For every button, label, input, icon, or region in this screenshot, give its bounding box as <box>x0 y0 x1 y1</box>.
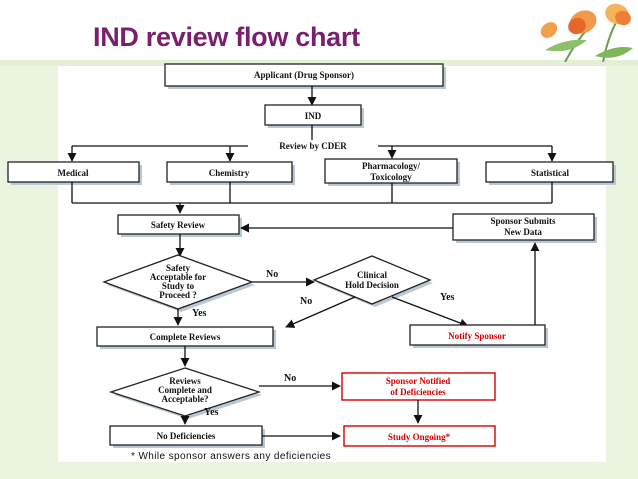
no-deficiencies-label: No Deficiencies <box>157 431 216 441</box>
pharmtox-label-line2: Toxicology <box>370 172 412 182</box>
reviews-decision-node: Reviews Complete and Acceptable? <box>108 367 262 419</box>
medical-node: Medical <box>7 161 142 185</box>
arrow-hold-yes <box>391 296 469 328</box>
sponsor-submits-line2: New Data <box>504 227 542 237</box>
pharmtox-node: Pharmacology/ Toxicology <box>324 158 460 186</box>
complete-reviews-node: Complete Reviews <box>96 326 276 349</box>
complete-reviews-label: Complete Reviews <box>150 332 221 342</box>
hold-yes-label: Yes <box>440 292 455 303</box>
safety-yes-label: Yes <box>192 308 207 319</box>
statistical-node: Statistical <box>485 161 616 185</box>
no-deficiencies-node: No Deficiencies <box>109 425 265 448</box>
safety-decision-node: Safety Acceptable for Study to Proceed ? <box>102 254 255 312</box>
footnote: * While sponsor answers any deficiencies <box>131 451 331 462</box>
safety-q-line2: Acceptable for <box>150 272 206 282</box>
reviews-q-line2: Complete and <box>158 385 212 395</box>
ind-label: IND <box>305 111 322 121</box>
study-ongoing-node: Study Ongoing* <box>343 425 496 447</box>
sponsor-submits-node: Sponsor Submits New Data <box>452 213 597 243</box>
reviews-no-label: No <box>284 373 296 384</box>
notify-sponsor-label: Notify Sponsor <box>448 331 506 341</box>
statistical-label: Statistical <box>531 168 569 178</box>
applicant-node: Applicant (Drug Sponsor) <box>164 63 446 89</box>
slide-title: IND review flow chart <box>93 22 360 52</box>
clinical-hold-node: Clinical Hold Decision <box>312 255 433 307</box>
clinical-hold-line2: Hold Decision <box>345 280 399 290</box>
chemistry-node: Chemistry <box>166 161 295 185</box>
clinical-hold-line1: Clinical <box>357 270 388 280</box>
hold-no-label: No <box>300 296 312 307</box>
reviews-q-line1: Reviews <box>169 376 201 386</box>
tulip-flowers-image <box>540 3 633 62</box>
arrow-hold-no <box>285 296 356 328</box>
sponsor-notified-line1: Sponsor Notified <box>386 376 451 386</box>
green-band <box>0 60 638 66</box>
safety-review-node: Safety Review <box>117 214 242 237</box>
safety-review-label: Safety Review <box>151 220 206 230</box>
left-margin-band <box>0 66 58 479</box>
chemistry-label: Chemistry <box>209 168 250 178</box>
notify-sponsor-node: Notify Sponsor <box>409 324 548 348</box>
bottom-band <box>0 462 638 479</box>
ind-node: IND <box>264 104 364 128</box>
applicant-label: Applicant (Drug Sponsor) <box>254 70 354 80</box>
study-ongoing-label: Study Ongoing* <box>388 432 451 442</box>
safety-no-label: No <box>266 269 278 280</box>
medical-label: Medical <box>58 168 89 178</box>
reviews-yes-label: Yes <box>204 407 219 418</box>
review-by-cder-label: Review by CDER <box>279 141 347 151</box>
reviews-q-line3: Acceptable? <box>162 394 209 404</box>
right-margin-band <box>606 66 638 479</box>
safety-q-line4: Proceed ? <box>159 290 197 300</box>
sponsor-notified-node: Sponsor Notified of Deficiencies <box>341 372 496 401</box>
safety-q-line1: Safety <box>166 263 190 273</box>
safety-q-line3: Study to <box>162 281 195 291</box>
sponsor-notified-line2: of Deficiencies <box>390 387 446 397</box>
pharmtox-label-line1: Pharmacology/ <box>362 161 420 171</box>
sponsor-submits-line1: Sponsor Submits <box>490 216 556 226</box>
